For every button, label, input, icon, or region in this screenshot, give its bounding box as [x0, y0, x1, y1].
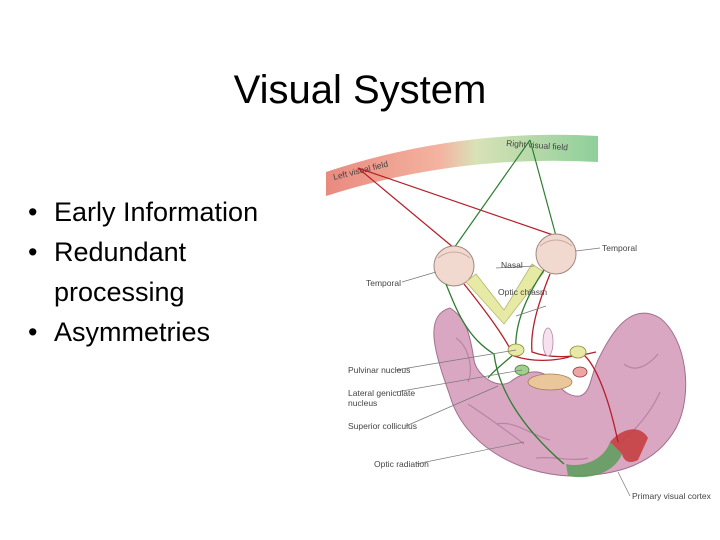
- right-eye: [535, 233, 577, 275]
- left-visual-cortex: [566, 442, 622, 478]
- nasal-label: Nasal: [501, 260, 523, 270]
- leader-lines: [395, 247, 631, 497]
- bullet-item: Redundant processing: [28, 232, 318, 312]
- temporal-left-label: Temporal: [366, 278, 401, 288]
- lgn-label-line2: nucleus: [348, 398, 377, 408]
- visual-field-band: [326, 134, 598, 196]
- thalamus-nuclei: [507, 327, 588, 391]
- primary-visual-cortex-label: Primary visual cortex: [632, 491, 712, 501]
- bullet-item: Asymmetries: [28, 312, 318, 352]
- lgn-label-line1: Lateral geniculate: [348, 388, 415, 398]
- light-rays: [357, 139, 557, 249]
- right-visual-field-label: Right visual field: [506, 138, 569, 152]
- bullet-list: Early Information Redundant processing A…: [28, 192, 318, 352]
- optic-chiasm: [465, 263, 545, 325]
- bullet-item: Early Information: [28, 192, 318, 232]
- temporal-right-label: Temporal: [602, 243, 637, 253]
- optic-radiation-label: Optic radiation: [374, 459, 429, 469]
- optic-chiasm-label: Optic chiasm: [498, 287, 547, 297]
- left-eye: [433, 245, 475, 287]
- visual-pathway-diagram: Left visual field Right visual field: [326, 134, 712, 501]
- pulvinar-nucleus-label: Pulvinar nucleus: [348, 365, 410, 375]
- right-visual-cortex: [610, 429, 648, 462]
- slide-title: Visual System: [233, 68, 487, 112]
- superior-colliculus-label: Superior colliculus: [348, 421, 417, 431]
